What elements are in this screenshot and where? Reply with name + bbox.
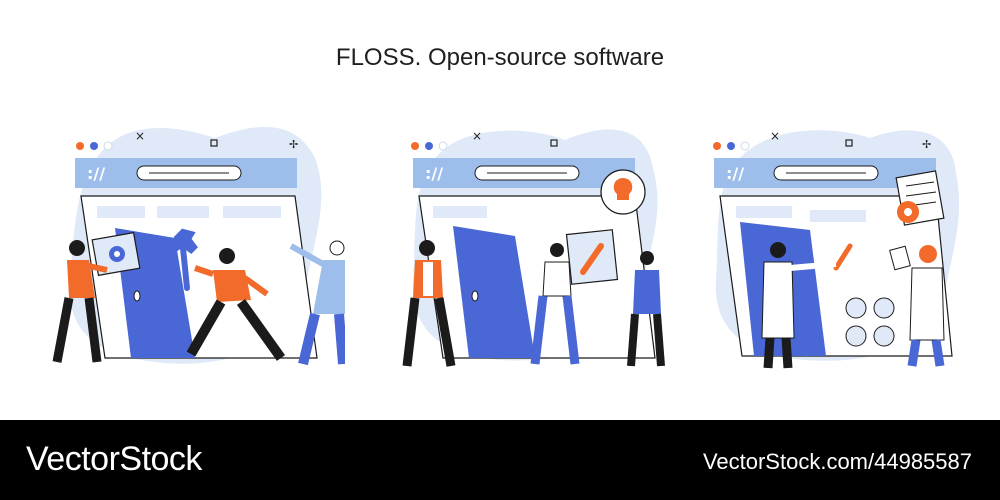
window-dot-white [438,141,448,151]
person-holding-panel-right [627,251,665,367]
close-icon: × [135,129,145,143]
window-maximize-icon [210,139,218,147]
wrench-icon [173,228,198,291]
stock-image-id: VectorStock.com/44985587 [702,449,972,474]
scientist-right [889,245,945,367]
content-block [223,206,281,218]
content-block [97,206,145,218]
window-maximize-icon [845,139,853,147]
browser-url-glyph: :// [726,164,744,183]
lightbulb-icon [613,177,633,200]
window-dot-blue [425,142,433,150]
window-dot-blue [90,142,98,150]
document-line [905,181,935,187]
sparkle-icon: ✢ [922,138,931,151]
illustration-scene-research: × ✢ :// [690,118,990,380]
person-pushing-window [289,240,345,366]
browser-url-glyph: :// [87,164,105,183]
person-running [186,248,286,361]
sparkle-icon: ✢ [289,138,298,151]
person-standing-hands-on-hips [402,240,456,367]
page-title: FLOSS. Open-source software [335,44,665,71]
window-dot-white [103,141,113,151]
window-dot-blue [727,142,735,150]
content-block [157,206,209,218]
scene-3-svg: × ✢ :// [713,129,960,369]
illustration-scene-installing-settings: × ✢ :// [45,118,345,380]
pie-chart-icon [845,297,867,319]
content-block [736,206,792,218]
door-handle [471,290,479,302]
window-dot-red [713,142,721,150]
scientist-left [761,242,837,369]
wrench-icon [833,243,853,271]
footer-bar: VectorStock VectorStock.com/44985587 [0,420,1000,500]
gear-icon-center [904,208,912,216]
scene-1-svg: × ✢ :// [52,126,345,366]
person-holding-panel [52,240,108,363]
lock-icon [873,297,895,319]
brand-logo: VectorStock [26,440,202,478]
door-handle [133,290,141,302]
gear-icon-center [114,251,120,257]
content-block [810,210,866,222]
window-dot-red [411,142,419,150]
close-icon: × [472,129,482,143]
content-block [433,206,487,218]
illustration-scene-idea-and-tools: × :// [385,118,685,380]
window-dot-red [76,142,84,150]
window-maximize-icon [550,139,558,147]
browser-url-glyph: :// [425,164,443,183]
close-icon: × [770,129,780,143]
document-line [905,191,937,197]
person-holding-panel-left [530,243,580,365]
blue-door [453,226,535,358]
window-dot-white [740,141,750,151]
tools-icon [845,325,867,347]
wrench-icon [580,243,604,275]
thermometer-icon [873,325,895,347]
scene-2-svg: × :// [402,129,665,367]
